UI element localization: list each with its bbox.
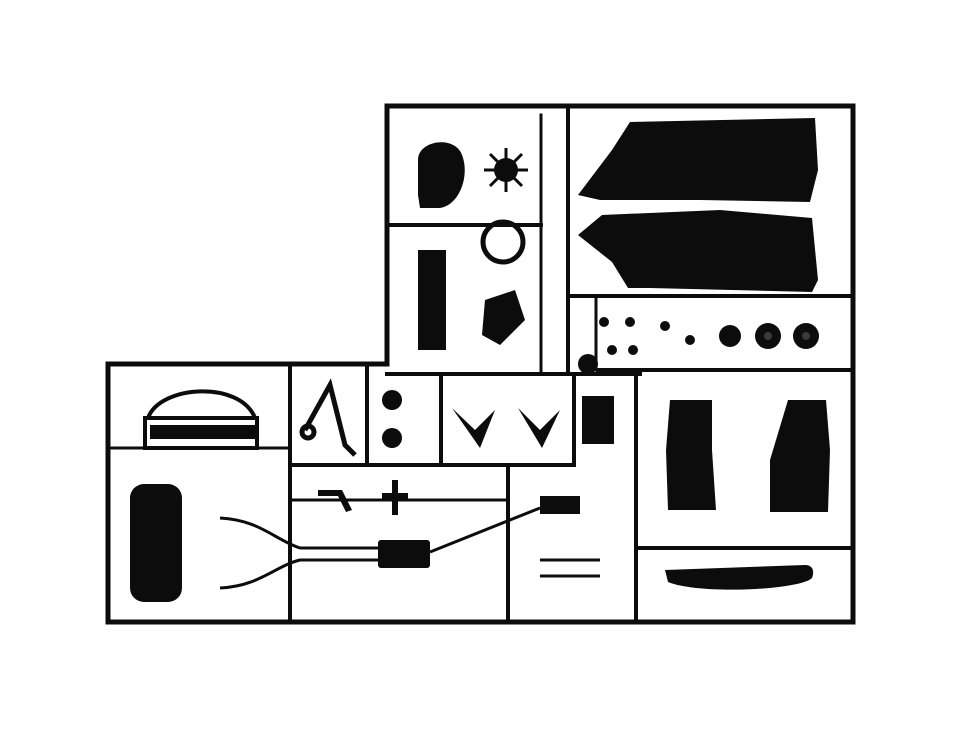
engine-left: [666, 400, 716, 510]
tire-part: [130, 484, 182, 602]
fan-part: [484, 148, 528, 192]
muffler-part: [378, 540, 430, 568]
knob-row: [578, 317, 695, 374]
panel-upper: [578, 118, 818, 202]
block-part: [418, 250, 446, 350]
bar-part: [150, 425, 255, 439]
outer-runner: [105, 103, 856, 625]
curved-panel-part: [665, 565, 814, 590]
housing-part: [418, 142, 465, 208]
panel-lower: [578, 210, 818, 292]
bumper-part: [143, 389, 259, 450]
spring-part: [540, 558, 600, 578]
square-part: [582, 396, 614, 444]
sprue-frame: [105, 103, 856, 625]
parts: [130, 118, 830, 602]
linkage-part: [299, 378, 357, 457]
engine-right: [770, 400, 830, 512]
lever-part: [318, 490, 352, 512]
arm-right: [518, 408, 560, 448]
wheel-row: [719, 323, 819, 349]
silencer-part: [540, 496, 580, 514]
sector-part: [482, 290, 525, 345]
gear-pair: [382, 390, 402, 448]
tee-part: [382, 480, 408, 515]
steering-wheel-part: [480, 219, 526, 265]
arm-left: [452, 408, 495, 448]
exhaust-part: [219, 506, 541, 590]
